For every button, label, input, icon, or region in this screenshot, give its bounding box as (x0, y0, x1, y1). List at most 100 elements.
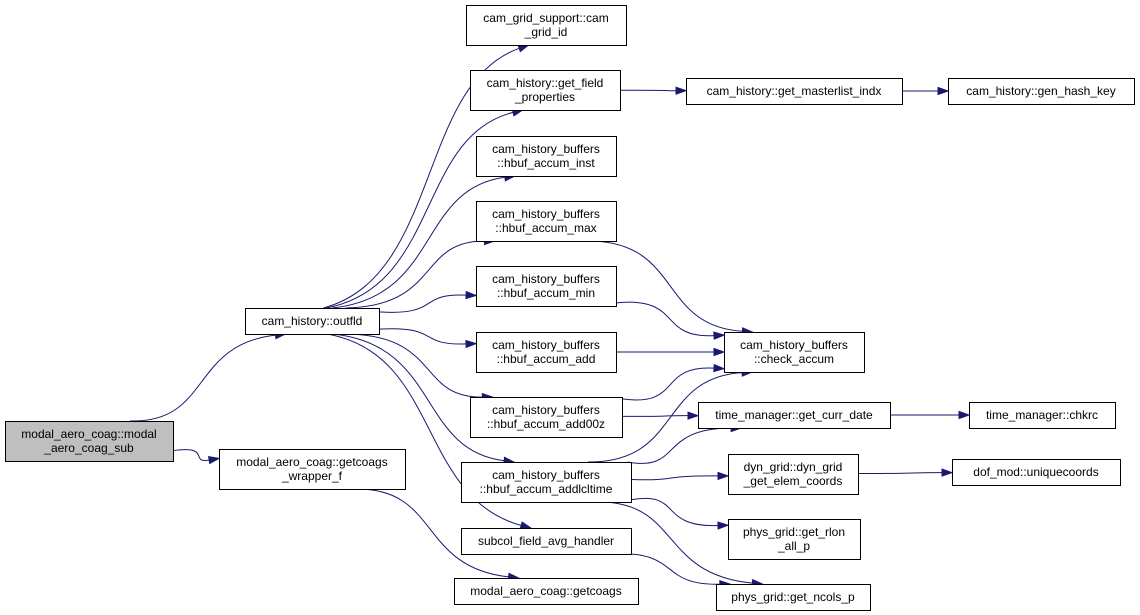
node-getcoags[interactable]: modal_aero_coag::getcoags (454, 578, 639, 605)
node-box (686, 78, 903, 105)
node-label: phys_grid::get_rlon (743, 525, 845, 539)
node-label: cam_history::get_field (487, 76, 604, 90)
node-outfld[interactable]: cam_history::outfld (245, 308, 380, 335)
edge-get_curr_date-to-chkrc (890, 410, 971, 420)
edge-line (326, 111, 514, 309)
node-get-field-properties[interactable]: cam_history::get_field_properties (470, 70, 621, 111)
edge-hbuf_accum_add00z-to-get_curr_date (621, 411, 700, 420)
node-box (728, 519, 861, 560)
node-label: dof_mod::uniquecoords (973, 465, 1098, 479)
edge-line (354, 488, 509, 578)
node-get-masterlist-indx[interactable]: cam_history::get_masterlist_indx (686, 78, 903, 105)
edge-line (332, 333, 505, 462)
node-get-ncols-p[interactable]: phys_grid::get_ncols_p (716, 584, 871, 611)
node-label: modal_aero_coag::getcoags (236, 455, 387, 469)
node-label: ::hbuf_accum_add00z (487, 417, 605, 431)
arrowhead-icon (713, 363, 726, 373)
arrowhead-icon (465, 290, 478, 300)
edge-line (630, 497, 719, 527)
edge-hbuf_accum_min-to-check_accum (615, 301, 726, 340)
edge-hbuf_accum_addlcltime-to-get_curr_date (627, 423, 743, 464)
edge-line (378, 328, 467, 345)
node-label: _aero_coag_sub (43, 441, 134, 455)
node-label: cam_history_buffers (492, 272, 600, 286)
node-box (461, 462, 632, 503)
edge-line (346, 333, 483, 398)
node-box (476, 266, 617, 307)
node-box (476, 201, 617, 242)
edge-line (627, 427, 732, 464)
node-label: cam_history_buffers (492, 338, 600, 352)
edge-line (327, 333, 522, 526)
node-label: subcol_field_avg_handler (478, 534, 614, 548)
node-label: time_manager::get_curr_date (715, 408, 873, 422)
node-hbuf-accum-add[interactable]: cam_history_buffers::hbuf_accum_add (476, 332, 617, 373)
node-subcol-field-avg-handler[interactable]: subcol_field_avg_handler (461, 528, 632, 555)
node-gen-hash-key[interactable]: cam_history::gen_hash_key (948, 78, 1135, 105)
node-label: time_manager::chkrc (986, 408, 1098, 422)
node-box (948, 78, 1135, 105)
node-root[interactable]: modal_aero_coag::modal_aero_coag_sub (5, 421, 174, 462)
node-dyn-grid-get-elem-coords[interactable]: dyn_grid::dyn_grid_get_elem_coords (728, 454, 859, 495)
node-hbuf-accum-addlcltime[interactable]: cam_history_buffers::hbuf_accum_addlclti… (461, 462, 632, 503)
arrowhead-icon (675, 86, 688, 95)
edge-line (378, 294, 467, 313)
node-label: ::hbuf_accum_addlcltime (480, 482, 613, 496)
node-label: _grid_id (524, 25, 568, 39)
edge-line (172, 449, 210, 461)
edge-dyn_grid_get_elem_coords-to-uniquecoords (857, 468, 954, 477)
node-getcoags-wrapper[interactable]: modal_aero_coag::getcoags_wrapper_f (219, 449, 406, 490)
node-box (219, 449, 406, 490)
edge-get_masterlist_indx-to-gen_hash_key (902, 86, 950, 96)
arrowhead-icon (465, 339, 478, 349)
edge-hbuf_accum_addlcltime-to-get_rlon_all_p (630, 497, 730, 530)
node-box (969, 402, 1116, 429)
node-get-curr-date[interactable]: time_manager::get_curr_date (698, 402, 891, 429)
node-get-rlon-all-p[interactable]: phys_grid::get_rlon_all_p (728, 519, 861, 560)
node-hbuf-accum-inst[interactable]: cam_history_buffers::hbuf_accum_inst (476, 136, 617, 177)
edge-line (332, 176, 505, 309)
arrowhead-icon (717, 471, 730, 481)
edge-root-to-outfld (129, 331, 287, 422)
node-hbuf-accum-add00z[interactable]: cam_history_buffers::hbuf_accum_add00z (470, 397, 623, 438)
node-box (470, 397, 623, 438)
node-label: ::hbuf_accum_add (497, 352, 596, 366)
node-box (716, 584, 871, 611)
node-hbuf-accum-min[interactable]: cam_history_buffers::hbuf_accum_min (476, 266, 617, 307)
node-hbuf-accum-max[interactable]: cam_history_buffers::hbuf_accum_max (476, 201, 617, 242)
node-box (5, 421, 174, 462)
node-label: _get_elem_coords (743, 474, 843, 488)
node-chkrc[interactable]: time_manager::chkrc (969, 402, 1116, 429)
edge-outfld-to-hbuf_accum_max (345, 236, 497, 309)
node-box (476, 136, 617, 177)
node-label: ::check_accum (754, 352, 834, 366)
node-label: modal_aero_coag::modal (21, 427, 156, 441)
arrowhead-icon (713, 347, 726, 357)
node-uniquecoords[interactable]: dof_mod::uniquecoords (952, 459, 1121, 486)
node-label: cam_history_buffers (740, 338, 848, 352)
node-label: cam_history::outfld (262, 314, 363, 328)
edge-line (345, 240, 485, 309)
node-box (454, 578, 639, 605)
node-label: cam_history::get_masterlist_indx (707, 84, 882, 98)
node-label: _wrapper_f (281, 469, 343, 483)
node-label: cam_history::gen_hash_key (966, 84, 1115, 98)
node-box (728, 454, 859, 495)
node-label: cam_history_buffers (492, 142, 600, 156)
node-label: cam_grid_support::cam (483, 11, 608, 25)
edge-hbuf_accum_add00z-to-check_accum (621, 363, 726, 401)
node-cam-grid-id[interactable]: cam_grid_support::cam_grid_id (466, 5, 627, 46)
edge-line (587, 240, 743, 332)
edge-outfld-to-hbuf_accum_add (378, 328, 478, 349)
arrowhead-icon (207, 455, 221, 465)
node-box (466, 5, 627, 46)
arrowhead-icon (941, 468, 954, 477)
edge-hbuf_accum_addlcltime-to-dyn_grid_get_elem_coords (630, 471, 730, 481)
node-check-accum[interactable]: cam_history_buffers::check_accum (724, 332, 865, 373)
edge-line (621, 415, 689, 417)
node-label: cam_history_buffers (492, 403, 600, 417)
edge-line (621, 367, 715, 401)
arrowhead-icon (687, 411, 700, 420)
edge-outfld-to-hbuf_accum_min (378, 290, 478, 313)
node-box (952, 459, 1121, 486)
